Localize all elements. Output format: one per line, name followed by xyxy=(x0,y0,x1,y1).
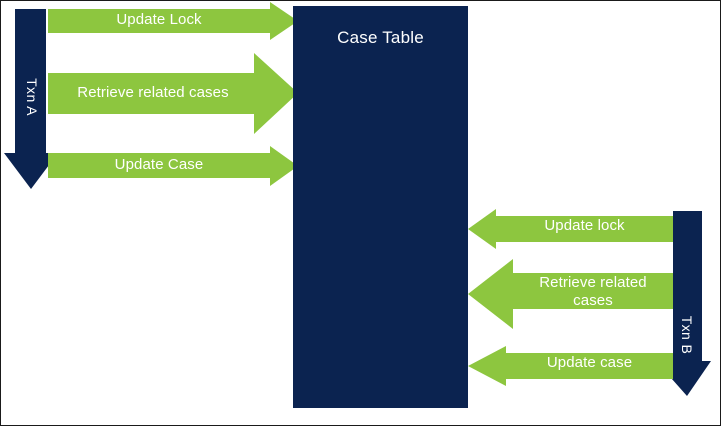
left-arrow-retrieve-related-cases[interactable] xyxy=(48,53,298,134)
right-arrow-1-label: Update lock xyxy=(544,217,625,234)
right-arrow-retrieve-related-cases[interactable] xyxy=(468,259,673,329)
case-table-label: Case Table xyxy=(337,28,424,47)
right-arrow-2-label: Retrieve related cases xyxy=(539,274,647,309)
left-arrow-update-lock[interactable] xyxy=(48,2,298,40)
right-arrow-update-lock[interactable] xyxy=(468,209,673,249)
left-arrow-1-label: Update Lock xyxy=(116,11,202,28)
right-arrow-3-label: Update case xyxy=(546,354,633,371)
left-arrow-2-label: Retrieve related cases xyxy=(77,84,229,101)
txn-b-arrow[interactable] xyxy=(656,211,711,396)
txn-a-label: Txn A xyxy=(24,78,40,116)
right-arrow-update-case[interactable] xyxy=(468,346,673,386)
txn-b-label: Txn B xyxy=(679,315,695,355)
left-arrow-3-label: Update Case xyxy=(114,156,204,173)
case-table-rect xyxy=(293,6,468,408)
txn-a-arrow[interactable] xyxy=(4,9,58,189)
left-arrow-update-case[interactable] xyxy=(48,146,298,186)
